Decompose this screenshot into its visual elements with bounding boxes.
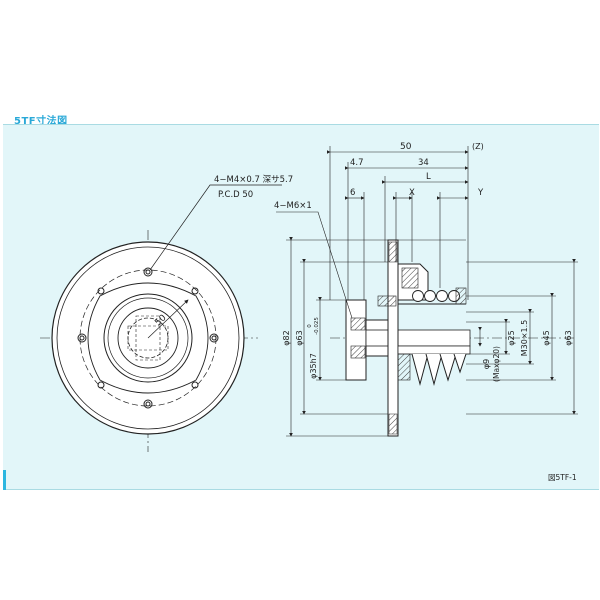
dim-4-7: 4.7: [350, 158, 364, 168]
figure-caption: 図5TF-1: [548, 473, 577, 482]
dim-dia-9-max: (Maxφ20): [492, 346, 501, 382]
dim-x: X: [409, 188, 415, 198]
dim-dia-63-left: φ63: [295, 330, 304, 345]
dim-m30: M30×1.5: [520, 320, 529, 357]
panel-edge-accent: [3, 470, 6, 490]
dim-dia-25: φ25: [507, 330, 516, 345]
dim-overall: 50: [400, 142, 412, 152]
dim-dia-63-right: φ63: [564, 330, 573, 345]
side-view: [330, 239, 575, 437]
front-view: [40, 184, 282, 452]
dim-y: Y: [477, 188, 484, 198]
dim-dia-45: φ45: [542, 330, 551, 345]
page-title: 5TF寸法図: [14, 116, 68, 127]
dim-tol-bottom: -0.025: [314, 317, 320, 335]
dim-dia-82: φ82: [282, 330, 291, 345]
dim-dia-35h7: φ35h7: [309, 353, 318, 379]
spring-coils: [411, 353, 467, 386]
side-dimensions: [276, 146, 578, 437]
dim-dia-9: φ9: [482, 359, 491, 369]
dim-z: (Z): [472, 142, 484, 151]
pcd-label: P.C.D 50: [218, 190, 253, 200]
dim-tol-top: 0: [307, 324, 313, 328]
tapped-holes: [77, 267, 219, 409]
dim-l: L: [426, 172, 431, 182]
bolt-label: 4−M6×1: [274, 201, 312, 211]
tap-label: 4−M4×0.7 深サ5.7: [214, 175, 293, 185]
bearing-balls: [412, 290, 460, 302]
dim-34: 34: [418, 158, 429, 168]
dim-6: 6: [350, 188, 355, 198]
